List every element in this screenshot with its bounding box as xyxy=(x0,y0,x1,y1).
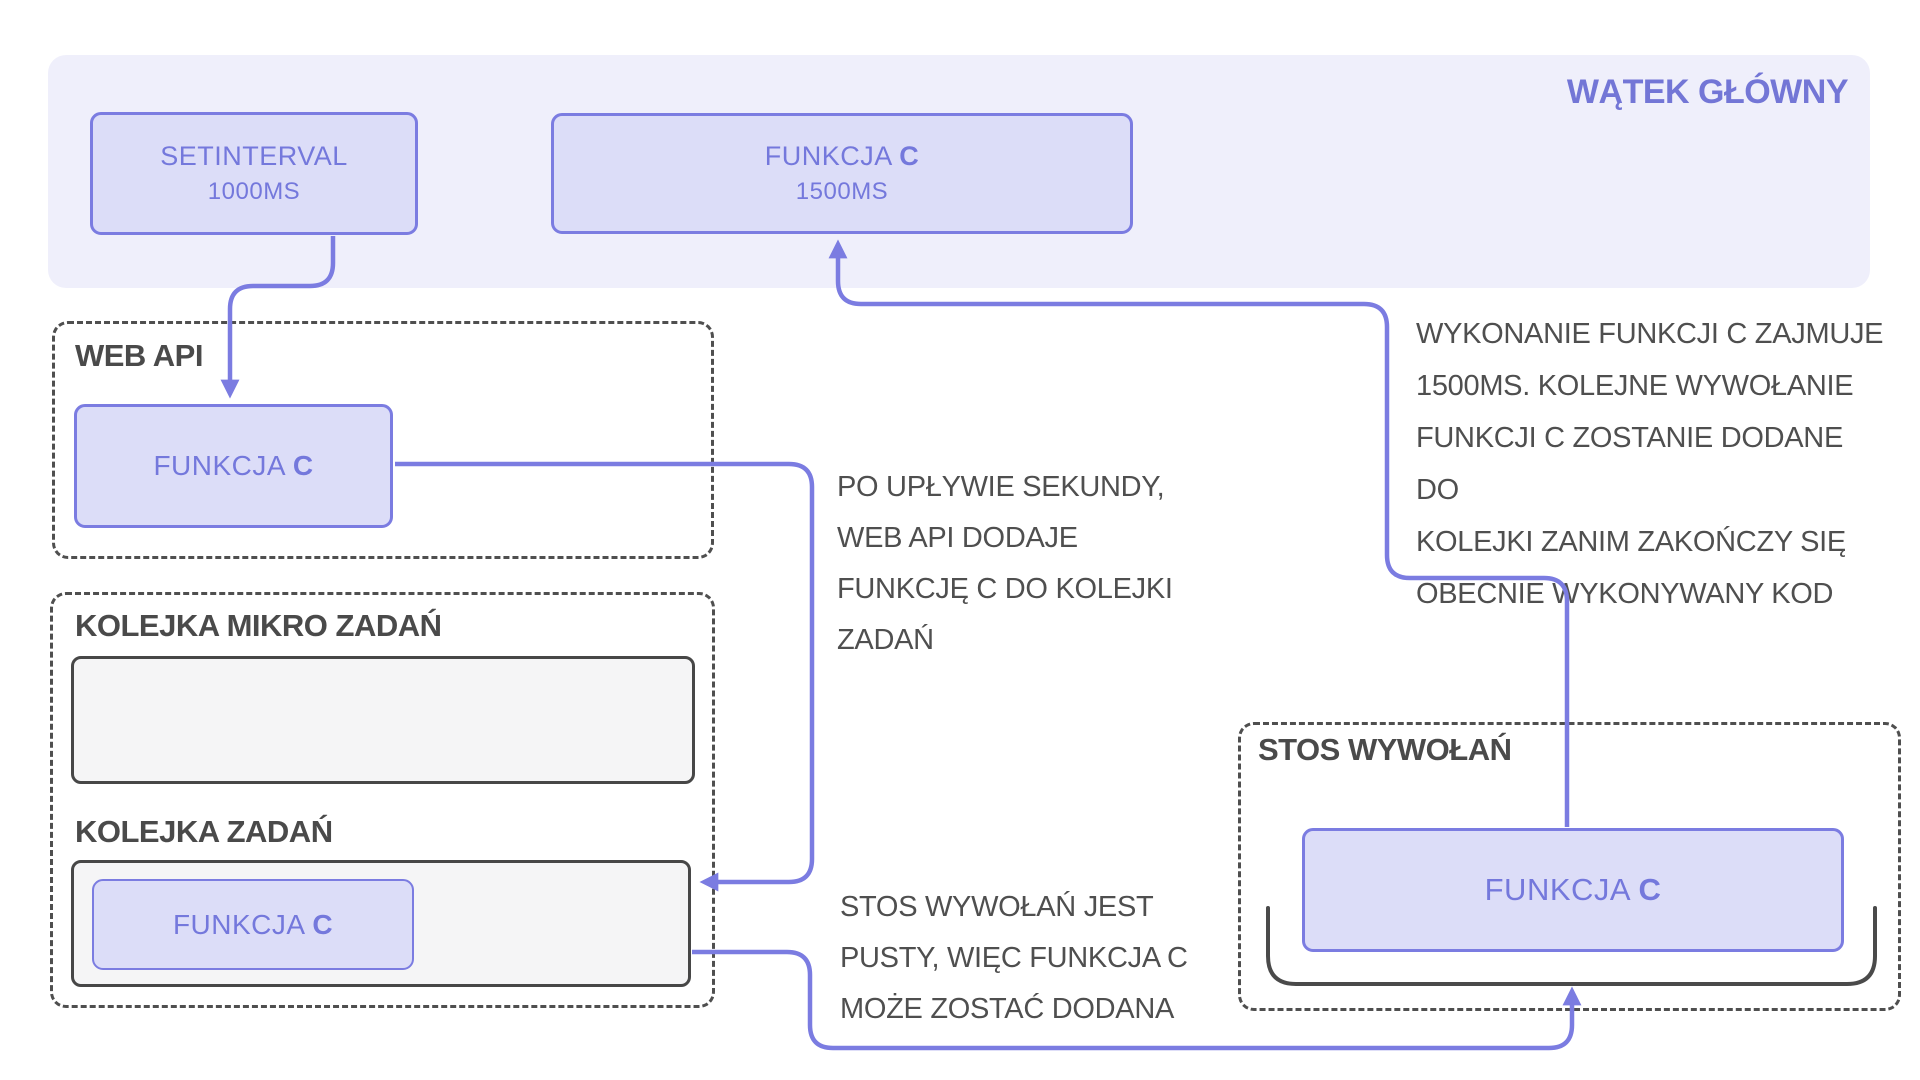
setinterval-duration: 1000MS xyxy=(207,178,301,205)
web-api-container xyxy=(52,321,714,559)
task-queue-title: KOLEJKA ZADAŃ xyxy=(75,814,333,849)
micro-task-queue-slot xyxy=(71,656,695,784)
funkcja-c-queue-name: FUNKCJA xyxy=(172,908,313,940)
funkcja-c-webapi-box: FUNKCJA C xyxy=(74,404,393,528)
web-api-title: WEB API xyxy=(75,338,203,373)
funkcja-c-webapi-label: FUNKCJA C xyxy=(153,450,313,482)
funkcja-c-stack-label: FUNKCJA C xyxy=(1485,872,1662,908)
note-execution-takes-1500ms: WYKONANIE FUNKCJI C ZAJMUJE 1500MS. KOLE… xyxy=(1416,318,1884,610)
funkcja-c-webapi-name-bold: C xyxy=(292,450,314,481)
setinterval-box: SETINTERVAL 1000MS xyxy=(90,112,418,235)
micro-task-queue-title: KOLEJKA MIKRO ZADAŃ xyxy=(75,608,442,643)
funkcja-c-main-box: FUNKCJA C 1500MS xyxy=(551,113,1133,234)
funkcja-c-stack-name-bold: C xyxy=(1638,872,1662,907)
funkcja-c-main-name-bold: C xyxy=(899,141,920,171)
funkcja-c-queue-label: FUNKCJA C xyxy=(173,909,333,941)
funkcja-c-main-duration: 1500MS xyxy=(795,178,889,205)
call-stack-title: STOS WYWOŁAŃ xyxy=(1258,732,1512,767)
funkcja-c-webapi-name: FUNKCJA xyxy=(153,450,293,481)
note-stack-empty: STOS WYWOŁAŃ JEST PUSTY, WIĘC FUNKCJA C … xyxy=(840,891,1188,1025)
funkcja-c-stack-box: FUNKCJA C xyxy=(1302,828,1844,952)
funkcja-c-stack-name: FUNKCJA xyxy=(1484,872,1639,907)
funkcja-c-main-label: FUNKCJA C xyxy=(765,141,920,172)
funkcja-c-queue-name-bold: C xyxy=(312,908,334,940)
main-thread-title: WĄTEK GŁÓWNY xyxy=(1566,73,1849,111)
setinterval-label: SETINTERVAL xyxy=(160,141,348,171)
note-web-api-adds-to-queue: PO UPŁYWIE SEKUNDY, WEB API DODAJE FUNKC… xyxy=(837,471,1173,656)
funkcja-c-queue-box: FUNKCJA C xyxy=(92,879,414,970)
funkcja-c-main-name: FUNKCJA xyxy=(764,141,900,171)
